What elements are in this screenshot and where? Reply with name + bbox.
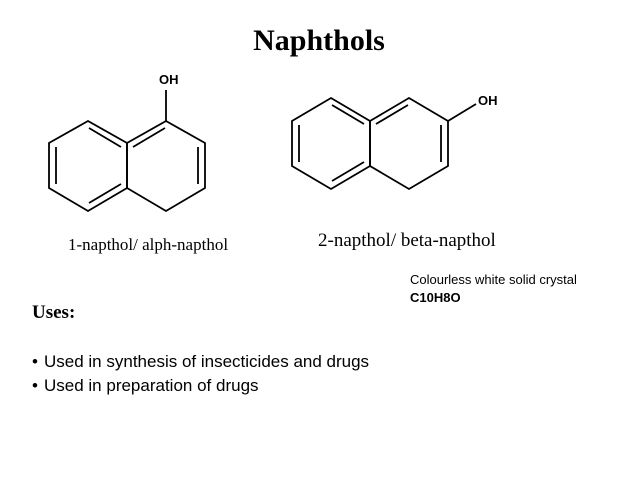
left-ring (291, 96, 371, 191)
double-bond (331, 161, 365, 182)
right-ring (369, 96, 449, 191)
structure-2-naphthol (291, 96, 477, 191)
left-ring (48, 119, 128, 213)
list-item-text: Used in synthesis of insecticides and dr… (44, 352, 370, 371)
double-bond (375, 104, 409, 125)
double-bond (331, 104, 365, 125)
list-item: • Used in synthesis of insecticides and d… (32, 350, 369, 374)
oh-bond (447, 103, 477, 122)
structure-1-naphthol (48, 90, 206, 213)
slide-title: Naphthols (253, 24, 385, 57)
right-ring (126, 119, 206, 213)
list-item-text: Used in preparation of drugs (44, 376, 259, 395)
molecular-formula: C10H8O (410, 290, 461, 305)
uses-heading: Uses: (32, 302, 76, 323)
uses-list: • Used in synthesis of insecticides and d… (32, 350, 369, 398)
list-item: • Used in preparation of drugs (32, 374, 369, 398)
caption-2-naphthol: 2-napthol/ beta-napthol (318, 230, 496, 251)
property-description: Colourless white solid crystal (410, 272, 577, 287)
double-bond (88, 127, 122, 148)
double-bond (88, 183, 122, 204)
caption-1-naphthol: 1-napthol/ alph-napthol (68, 235, 229, 254)
bullet-icon: • (32, 352, 38, 371)
oh-label-1: OH (159, 72, 179, 87)
oh-label-2: OH (478, 93, 498, 108)
double-bond (132, 127, 166, 148)
bullet-icon: • (32, 376, 38, 395)
